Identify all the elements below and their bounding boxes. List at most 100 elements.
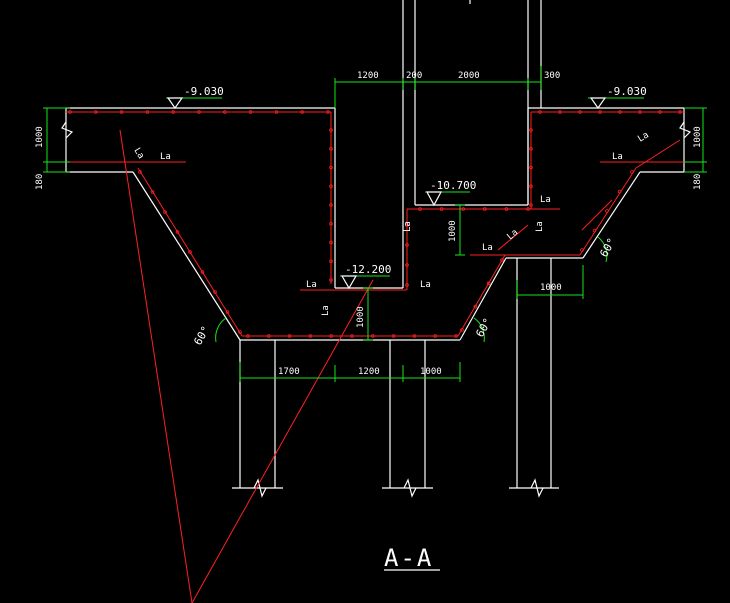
rebar-dot: [598, 110, 602, 114]
rebar-dot: [370, 334, 375, 338]
rebar-dot: [418, 207, 422, 211]
angle-arcs: [215, 236, 608, 343]
dim-top-1200: 1200: [357, 71, 379, 81]
dimension-lines: [43, 66, 707, 382]
rebar-dot: [439, 207, 444, 211]
rebar-dot: [558, 110, 562, 114]
rebar-dot: [329, 146, 333, 151]
elevation-left-top: -9.030: [184, 85, 224, 98]
rebar-dot: [213, 290, 217, 294]
rebar-dot: [171, 110, 176, 114]
rebar-dot: [473, 304, 478, 309]
angle-left: 60°: [191, 324, 212, 348]
rebar-dot: [538, 110, 542, 114]
rebar-dot: [287, 334, 292, 338]
rebar-dots: [68, 110, 682, 338]
break-symbols-slab: [61, 121, 692, 139]
rebar-dot: [94, 110, 98, 114]
dim-left-180: 180: [35, 174, 45, 190]
la-label-10: La: [420, 280, 431, 290]
rebar-dot: [138, 170, 142, 174]
rebar-dot: [329, 184, 333, 189]
rebar-dot: [504, 207, 509, 211]
rebar-dot: [486, 281, 491, 286]
rebar-dot: [405, 283, 409, 287]
rebar-dot: [225, 310, 230, 314]
dim-step-1000: 1000: [448, 220, 458, 242]
dim-top-200: 200: [406, 71, 422, 81]
rebar-lines: [66, 111, 684, 603]
dim-bottom-1200: 1200: [358, 367, 380, 377]
rebar-dot: [163, 210, 167, 214]
dim-right-pile-1000: 1000: [540, 283, 562, 293]
rebar-dot: [617, 189, 622, 194]
rebar-dot: [578, 110, 582, 114]
rebar-dot: [329, 128, 333, 132]
rebar-dot: [630, 170, 634, 174]
rebar-dot: [248, 110, 253, 114]
rebar-dot: [329, 259, 333, 264]
rebar-dot: [618, 110, 622, 114]
rebar-dot: [454, 334, 458, 338]
rebar-dot: [188, 250, 192, 254]
la-label-5: La: [540, 195, 551, 205]
rebar-dot: [658, 110, 662, 114]
rebar-dot: [300, 110, 305, 114]
la-label-6: La: [535, 221, 545, 232]
rebar-dot: [175, 230, 180, 234]
rebar-dot: [405, 263, 409, 267]
rebar-dot: [145, 110, 150, 114]
dim-bottom-1000: 1000: [420, 367, 442, 377]
la-label-11: La: [321, 305, 331, 316]
rebar-dot: [405, 243, 409, 247]
rebar-dot: [638, 110, 642, 114]
rebar-dot: [329, 165, 333, 170]
rebar-dot: [329, 334, 334, 338]
dim-top-300: 300: [544, 71, 560, 81]
rebar-dot: [529, 128, 533, 132]
dim-right-180: 180: [693, 174, 703, 190]
rebar-dot: [592, 228, 597, 233]
rebar-dot: [529, 203, 533, 207]
section-title: A-A: [384, 544, 433, 572]
rebar-dot: [329, 278, 333, 282]
rebar-dot: [119, 110, 124, 114]
elevation-mid-step: -10.700: [430, 179, 476, 192]
pile-break-symbols: [253, 478, 544, 498]
rebar-dot: [433, 334, 438, 338]
rebar-dot: [529, 146, 533, 151]
rebar-dot: [329, 221, 333, 226]
column-outline: [402, 0, 542, 288]
la-label-12: La: [403, 221, 413, 232]
rebar-dot: [326, 110, 330, 114]
rebar-dot: [329, 203, 333, 207]
rebar-dot: [391, 334, 396, 338]
rebar-dot: [200, 270, 205, 274]
rebar-dot: [678, 110, 682, 114]
elevation-pit-bottom: -12.200: [345, 263, 391, 276]
rebar-dot: [223, 110, 227, 114]
rebar-dot: [482, 207, 487, 211]
la-label-7: La: [482, 243, 493, 253]
la-label-9: La: [306, 280, 317, 290]
rebar-dot: [350, 334, 354, 338]
rebar-dot: [412, 334, 417, 338]
la-label-1: La: [160, 152, 171, 162]
dim-bottom-1700: 1700: [278, 367, 300, 377]
rebar-dot: [605, 209, 609, 213]
rebar-dot: [197, 110, 201, 114]
rebar-dot: [274, 110, 279, 114]
dim-right-1000: 1000: [693, 126, 703, 148]
la-label-3: La: [612, 152, 623, 162]
rebar-dot: [529, 184, 533, 189]
rebar-dot: [526, 207, 530, 211]
dim-left-1000: 1000: [35, 126, 45, 148]
rebar-dot: [329, 240, 333, 245]
rebar-dot: [461, 207, 466, 211]
dim-pit-1000: 1000: [356, 306, 366, 328]
rebar-dot: [580, 248, 584, 252]
rebar-dot: [246, 334, 250, 338]
rebar-dot: [529, 165, 533, 170]
la-label-8: La: [506, 228, 521, 243]
